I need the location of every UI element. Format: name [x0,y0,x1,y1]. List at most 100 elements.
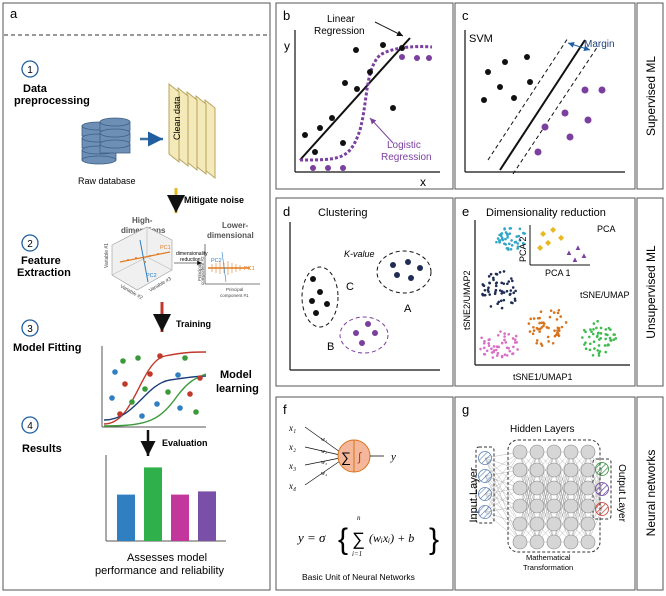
tsne-point [604,350,608,354]
step-3-badge: 3 [21,319,39,337]
weight-w2: w₂ [321,449,327,455]
tsne-point [588,348,592,352]
tsne-point [560,325,564,329]
tsne-point [516,245,520,248]
tsne-point [518,238,522,242]
tsne-point [487,342,490,345]
step-4-number: 4 [27,421,33,432]
tsne-point [532,317,536,320]
tsne-point [488,338,491,341]
principal2-label-l2: component #2 [200,256,205,285]
tsne-point [500,354,504,358]
tsne-point [556,326,560,330]
equation-sum-top: n [357,514,361,522]
tsne-point [498,289,502,292]
tsne-point [502,298,506,302]
tsne-point [515,341,518,344]
tsne-point [482,341,486,345]
tsne-point [504,243,508,246]
output-neuron [595,462,609,476]
tsne-point [551,341,555,345]
pc1-label-low: PC1 [244,266,255,272]
panel-c-frame [454,2,636,190]
high-dim-3d-plot [111,226,173,291]
tsne-point [483,293,487,297]
tsne-point [481,292,484,296]
equation-sum: ∑ [352,529,365,549]
input-x1: x₁ [288,423,296,433]
unsupervised-ml-label: Unsupervised ML [644,245,658,339]
svg-text:◆: ◆ [545,238,552,247]
tsne-point [595,326,598,330]
hidden-neuron [563,516,579,532]
clustering-title: Clustering [318,207,368,219]
equation-brace-left: { [338,523,348,556]
tsne-point [496,333,500,337]
tsne-point [553,329,556,333]
neuron-equation: y = σ { n ∑ i=1 (wᵢxᵢ) + b } [296,514,439,558]
raw-database-label: Raw database [78,176,136,186]
hidden-neuron [512,534,528,550]
tsne-point [504,231,508,234]
hidden-neuron [512,444,528,460]
hidden-neuron [580,480,596,496]
tsne-point [492,350,495,354]
hidden-neuron [546,516,562,532]
hidden-neuron [512,516,528,532]
cluster-b-label: B [327,341,334,353]
tsne-point [479,347,482,351]
k-value-label: K-value [344,249,375,259]
hidden-neuron [529,516,545,532]
tsne-point [498,239,502,242]
tsne-point [591,332,595,336]
panel-d-frame [275,197,454,387]
tsne-point [482,346,486,350]
tsne-point [481,283,485,286]
tsne-point [555,318,559,321]
tsne-point [603,344,607,347]
weight-w3: w₃ [321,460,327,466]
tsne-point [535,341,538,345]
tsne-point [535,339,539,342]
tsne-point [599,332,603,335]
panel-b-frame [275,2,454,190]
tsne-point [582,328,586,332]
principal2-label-l1: Principal [197,264,202,281]
tsne-point [496,351,500,355]
assess-label-l2: performance and reliability [95,565,225,577]
panel-a-frame [2,2,271,591]
cluster-c-label: C [346,281,354,293]
dim-reduction-label-l1: dimensionality [176,251,208,257]
tsne-point [542,324,545,328]
tsne-point [508,349,512,353]
input-x2: x₂ [288,442,296,452]
step-2-title-l1: Feature [21,255,61,267]
tsne-point [480,336,483,340]
tsne-point [515,235,518,238]
svg-text:◆: ◆ [537,243,544,252]
tsne-point [513,240,517,244]
step-1-title-l1: Data [23,83,48,95]
tsne-point [531,332,535,336]
hidden-neuron [512,462,528,478]
tsne-point [505,289,509,293]
pc1-label-high: PC1 [160,245,171,251]
hidden-neuron [580,516,596,532]
tsne-point [510,244,514,247]
tsne-point [613,333,616,336]
hidden-neuron [546,480,562,496]
neural-network-graph [475,439,612,553]
tsne-point [597,331,600,335]
neural-networks-label: Neural networks [644,450,658,537]
activation-symbol: ∫ [357,450,362,464]
tsne-point [483,353,487,356]
pca-label: PCA [597,224,616,234]
low-dim-plot [204,244,260,285]
tsne-point [513,297,517,301]
tsne-point [509,289,513,292]
tsne-point [499,234,503,238]
svm-plot [464,30,625,175]
tsne-clusters [479,227,618,359]
tsne-point [606,333,609,337]
tsne-point [499,330,502,333]
